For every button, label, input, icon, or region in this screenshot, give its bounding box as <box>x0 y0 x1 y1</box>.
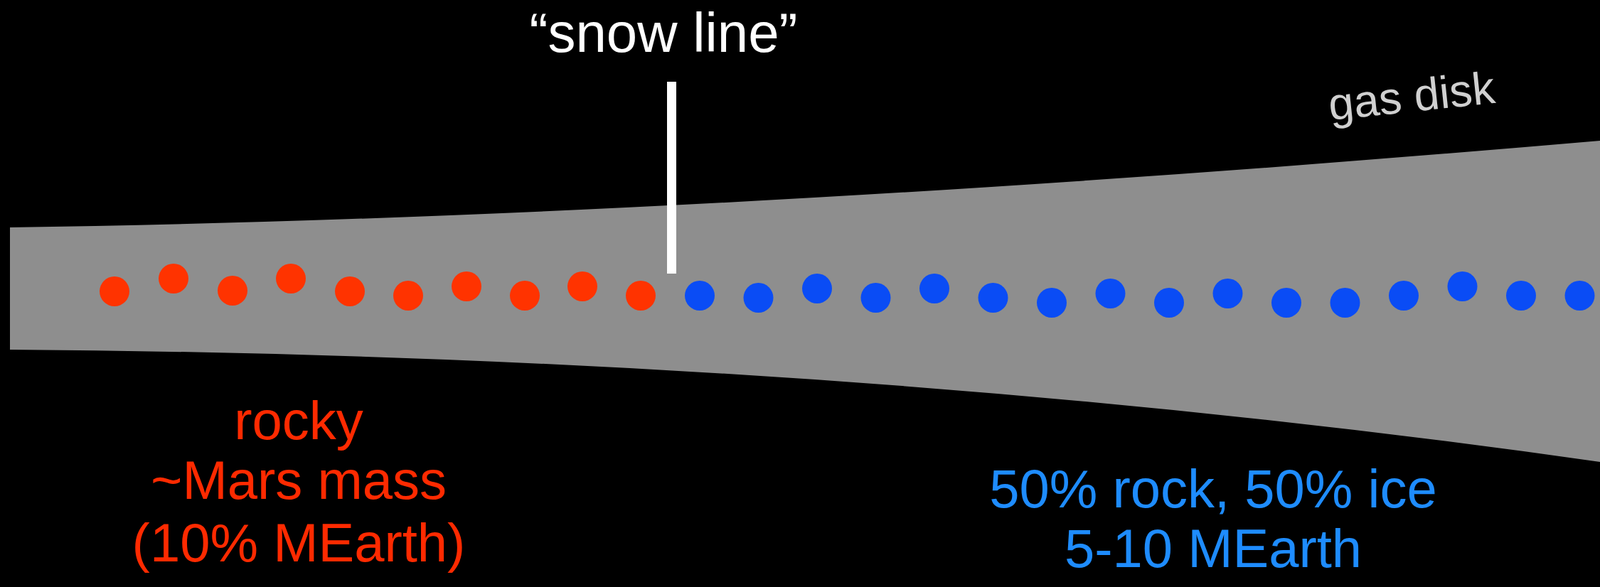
planetesimal-dot <box>393 280 424 311</box>
planetesimal-dot <box>919 273 950 304</box>
planetesimal-dot <box>1213 278 1244 309</box>
planetesimal-dot <box>275 263 306 294</box>
disk-label: gas disk <box>1326 62 1498 131</box>
mass-label: 5-10 MEarth <box>1064 519 1362 579</box>
gas-disk <box>9 140 1600 463</box>
planetesimal-dot <box>743 283 774 313</box>
planetesimal-dot <box>1447 271 1478 302</box>
composition-label: 50% rock, 50% ice <box>989 459 1437 520</box>
planetesimal-dot <box>509 280 540 311</box>
mass-label: ~Mars mass <box>150 450 447 511</box>
snow-line-marker <box>667 81 677 274</box>
planetesimal-dot <box>217 275 248 306</box>
planetesimal-dot <box>1565 280 1596 311</box>
planetesimal-dot <box>1095 278 1126 309</box>
planetesimal-dots <box>99 263 1596 318</box>
mass-label: (10% MEarth) <box>132 513 466 574</box>
planetesimal-dot <box>158 263 189 294</box>
planetesimal-dot <box>802 273 832 304</box>
planetesimal-dot <box>451 271 482 302</box>
planetesimal-dot <box>334 276 365 307</box>
planetesimal-dot <box>684 280 715 311</box>
planetesimal-dot <box>99 276 130 307</box>
planetesimal-dot <box>1506 280 1536 311</box>
planetesimal-dot <box>625 280 656 311</box>
planetesimal-dot <box>978 283 1009 313</box>
planetesimal-dot <box>567 271 598 302</box>
planetesimal-dot <box>1330 288 1361 318</box>
planetesimal-dot <box>861 283 892 313</box>
planetesimal-dot <box>1154 288 1184 318</box>
planetesimal-dot <box>1388 280 1419 311</box>
planetesimal-dot <box>1036 288 1067 318</box>
planetesimal-dot <box>1271 288 1302 318</box>
composition-label: rocky <box>233 391 364 451</box>
snow-line-label: “snow line” <box>529 2 798 64</box>
